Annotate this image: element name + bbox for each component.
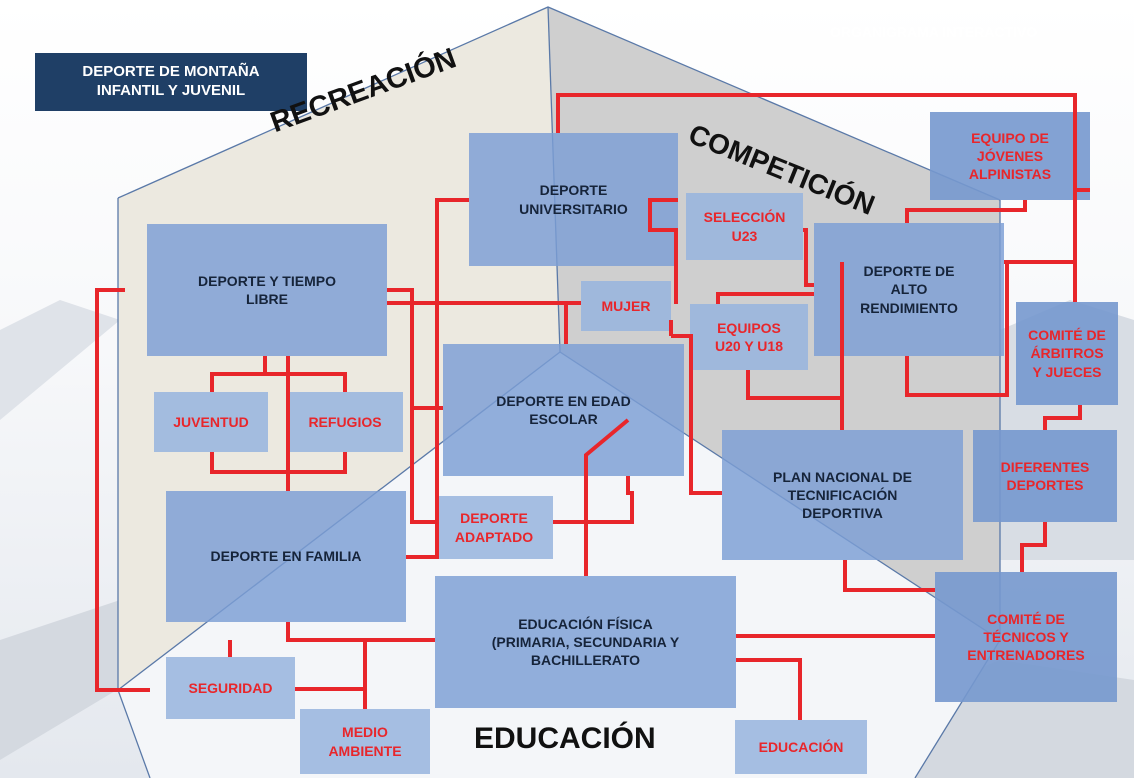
box-medio-ambiente[interactable]: MEDIO AMBIENTE bbox=[300, 709, 430, 774]
faint-header: ORGANIGRAMA INTERACTIVO bbox=[830, 24, 1038, 40]
box-comite-arbitros[interactable]: COMITÉ DE ÁRBITROS Y JUECES bbox=[1016, 302, 1118, 405]
box-juventud[interactable]: JUVENTUD bbox=[154, 392, 268, 452]
box-equipo-jovenes-alpinistas[interactable]: EQUIPO DE JÓVENES ALPINISTAS bbox=[930, 112, 1090, 200]
box-equipos-u20-u18[interactable]: EQUIPOS U20 Y U18 bbox=[690, 304, 808, 370]
box-deporte-alto-rendimiento[interactable]: DEPORTE DE ALTO RENDIMIENTO bbox=[814, 223, 1004, 356]
diagram-title: DEPORTE DE MONTAÑA INFANTIL Y JUVENIL bbox=[35, 53, 307, 111]
box-comite-tecnicos[interactable]: COMITÉ DE TÉCNICOS Y ENTRENADORES bbox=[935, 572, 1117, 702]
box-deporte-tiempo-libre[interactable]: DEPORTE Y TIEMPO LIBRE bbox=[147, 224, 387, 356]
box-deporte-universitario[interactable]: DEPORTE UNIVERSITARIO bbox=[469, 133, 678, 266]
box-educacion-small[interactable]: EDUCACIÓN bbox=[735, 720, 867, 774]
hex-bottom-left-edge bbox=[117, 689, 151, 778]
box-plan-nacional[interactable]: PLAN NACIONAL DE TECNIFICACIÓN DEPORTIVA bbox=[722, 430, 963, 560]
box-seguridad[interactable]: SEGURIDAD bbox=[166, 657, 295, 719]
box-diferentes-deportes[interactable]: DIFERENTES DEPORTES bbox=[973, 430, 1117, 522]
box-educacion-fisica[interactable]: EDUCACIÓN FÍSICA (PRIMARIA, SECUNDARIA Y… bbox=[435, 576, 736, 708]
box-deporte-adaptado[interactable]: DEPORTE ADAPTADO bbox=[435, 496, 553, 559]
box-refugios[interactable]: REFUGIOS bbox=[287, 392, 403, 452]
section-educacion: EDUCACIÓN bbox=[474, 722, 656, 755]
box-seleccion-u23[interactable]: SELECCIÓN U23 bbox=[686, 193, 803, 260]
box-deporte-familia[interactable]: DEPORTE EN FAMILIA bbox=[166, 491, 406, 622]
mountain-left bbox=[0, 300, 120, 420]
box-mujer[interactable]: MUJER bbox=[581, 281, 671, 331]
box-deporte-edad-escolar[interactable]: DEPORTE EN EDAD ESCOLAR bbox=[443, 344, 684, 476]
